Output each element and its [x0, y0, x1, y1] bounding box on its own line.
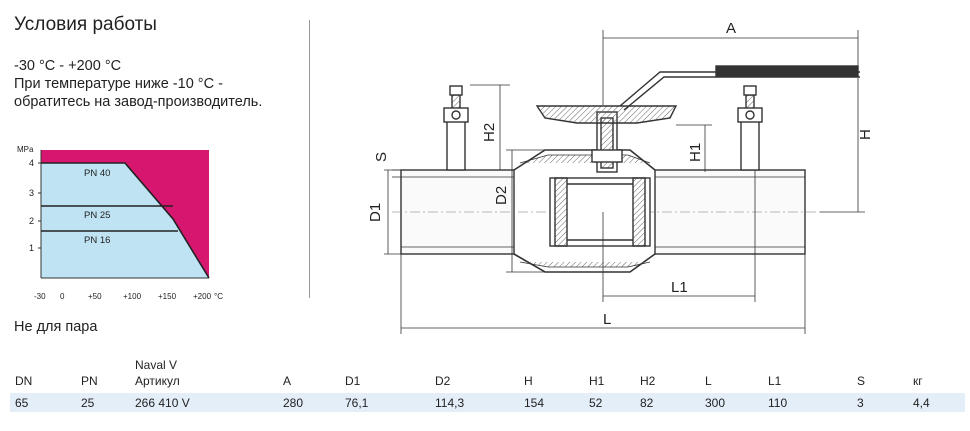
label-pn40: PN 40: [84, 168, 110, 179]
dimension-lines: [384, 30, 865, 334]
cell-h2: 82: [640, 396, 654, 410]
x-tick-100: +100: [123, 292, 142, 301]
vertical-divider: [309, 20, 310, 298]
x-tick-200: +200: [193, 292, 212, 301]
x-tick-minus30: -30: [34, 292, 46, 301]
label-pn16: PN 16: [84, 235, 110, 246]
col-header-d2: D2: [435, 374, 451, 388]
y-tick-3: 3: [29, 188, 34, 198]
y-tick-1: 1: [29, 243, 34, 253]
col-header-kg: кг: [913, 374, 923, 388]
col-header-l1: L1: [768, 374, 782, 388]
x-tick-150: +150: [158, 292, 177, 301]
temperature-note-line2: обратитесь на завод-производитель.: [14, 94, 263, 110]
pn40-line: [41, 162, 210, 279]
valve-body: [392, 65, 860, 273]
chart-y-unit: MPa: [17, 145, 34, 154]
col-header-pn: PN: [81, 374, 98, 388]
cell-s: 3: [857, 396, 864, 410]
cell-l1: 110: [768, 396, 788, 410]
conditions-title: Условия работы: [14, 14, 157, 35]
label-H2: H2: [481, 123, 498, 142]
label-D1: D1: [367, 203, 384, 222]
col-header-a: A: [283, 374, 292, 388]
cell-article: 266 410 V: [135, 396, 190, 410]
pn40-area: [41, 163, 209, 278]
temperature-note-line1: При температуре ниже -10 °C -: [14, 76, 223, 92]
cell-dn: 65: [15, 396, 29, 410]
valve-drawing: A H H2 H1 S D1 D2 L1 L: [367, 20, 874, 334]
table-header-brand: Naval V: [135, 358, 178, 372]
y-tick-4: 4: [29, 158, 34, 168]
table-row: [10, 393, 965, 412]
cell-pn: 25: [81, 396, 95, 410]
label-H: H: [857, 129, 874, 140]
col-header-dn: DN: [15, 374, 33, 388]
label-H1: H1: [687, 143, 704, 162]
cell-l: 300: [705, 396, 726, 410]
col-header-l: L: [705, 374, 712, 388]
col-header-d1: D1: [345, 374, 361, 388]
pressure-temperature-chart: MPa 4 3 2 1 -30 0 +50 +100 +150 +200 °C …: [17, 145, 223, 301]
label-L1: L1: [671, 279, 688, 296]
label-S: S: [373, 152, 390, 162]
label-pn25: PN 25: [84, 210, 110, 221]
cell-h1: 52: [589, 396, 603, 410]
cell-h: 154: [524, 396, 545, 410]
col-header-s: S: [857, 374, 866, 388]
label-A: A: [726, 20, 736, 37]
x-tick-50: +50: [88, 292, 102, 301]
cell-a: 280: [283, 396, 304, 410]
cell-d2: 114,3: [435, 396, 465, 410]
col-header-h2: H2: [640, 374, 656, 388]
col-header-h1: H1: [589, 374, 605, 388]
label-L: L: [603, 311, 611, 328]
temperature-range: -30 °C - +200 °C: [14, 58, 122, 74]
label-D2: D2: [493, 186, 510, 205]
cell-kg: 4,4: [913, 396, 930, 410]
x-tick-0: 0: [60, 292, 65, 301]
x-unit: °C: [214, 292, 223, 301]
col-header-article: Артикул: [135, 374, 180, 388]
col-header-h: H: [524, 374, 533, 388]
dimension-labels: A H H2 H1 S D1 D2 L1 L: [367, 20, 874, 328]
steam-note: Не для пара: [14, 319, 98, 335]
cell-d1: 76,1: [345, 396, 369, 410]
y-tick-2: 2: [29, 216, 34, 226]
